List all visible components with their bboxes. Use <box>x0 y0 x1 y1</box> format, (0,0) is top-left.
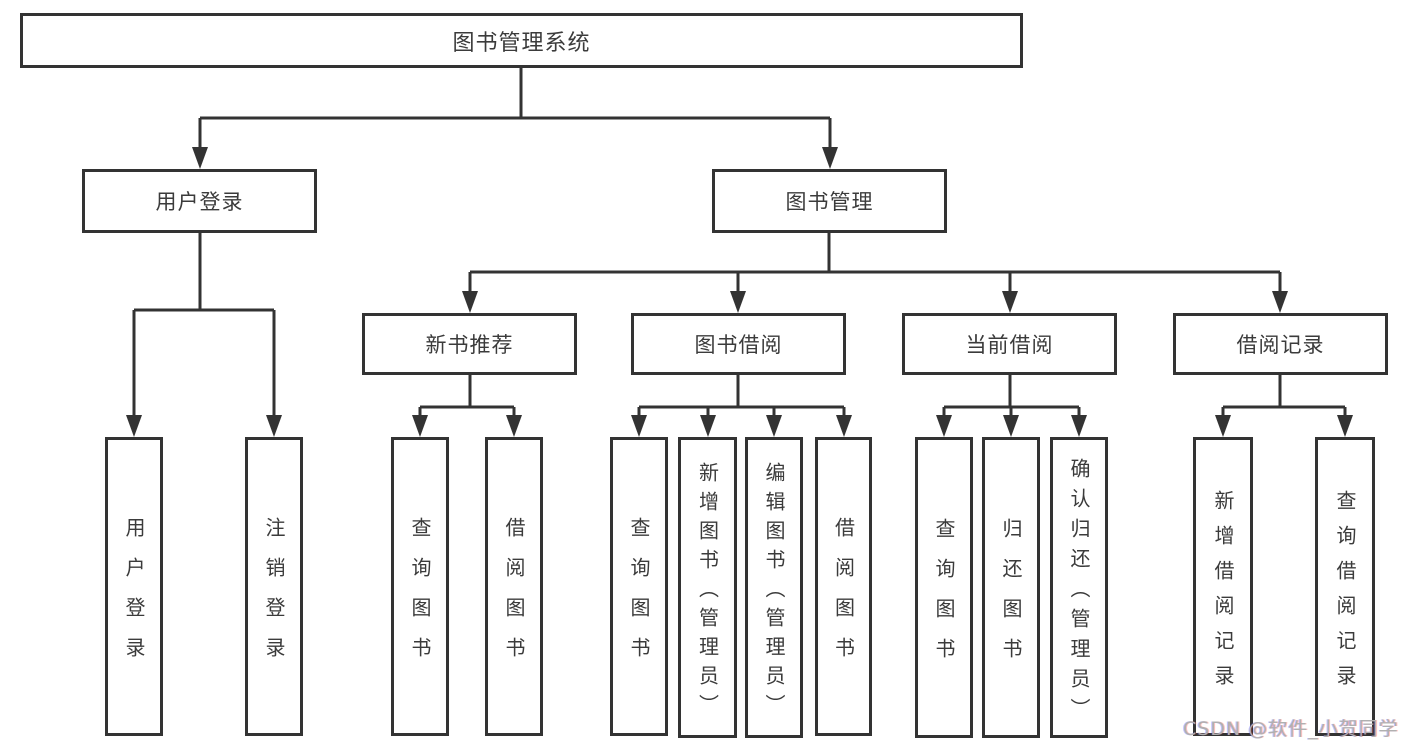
leaf-query-borrow-record: 查询借阅记录 <box>1315 437 1375 736</box>
arrow-down-icon <box>1272 291 1288 313</box>
node-label: 当前借阅 <box>965 333 1054 357</box>
watermark: CSDN @软件_小贺同学 <box>1183 718 1399 740</box>
leaf-edit-books-admin: 编辑图书（管理员） <box>745 437 803 738</box>
leaf-borrow-books-recommend: 借阅图书 <box>485 437 543 736</box>
arrow-down-icon <box>506 415 522 437</box>
arrow-down-icon <box>412 415 428 437</box>
leaf-user-login: 用户登录 <box>105 437 163 736</box>
node-label: 查询图书 <box>627 516 651 677</box>
leaf-return-books: 归还图书 <box>982 437 1040 738</box>
node-label: 用户登录 <box>122 516 146 677</box>
arrow-down-icon <box>126 415 142 437</box>
leaf-borrow-books: 借阅图书 <box>815 437 872 736</box>
node-label: 用户登录 <box>155 190 244 214</box>
arrow-down-icon <box>822 147 838 169</box>
node-label: 借阅记录 <box>1236 333 1325 357</box>
node-label: 确认归还（管理员） <box>1067 457 1091 728</box>
node-label: 查询图书 <box>932 517 956 678</box>
node-label: 新书推荐 <box>425 333 514 357</box>
node-label: 图书管理系统 <box>452 30 591 56</box>
node-label: 新增借阅记录 <box>1211 489 1235 700</box>
arrow-down-icon <box>192 147 208 169</box>
arrow-down-icon <box>766 415 782 437</box>
node-book-borrowing: 图书借阅 <box>631 313 846 375</box>
node-label: 图书管理 <box>785 190 874 214</box>
arrow-down-icon <box>631 415 647 437</box>
arrow-down-icon <box>730 291 746 313</box>
leaf-add-books-admin: 新增图书（管理员） <box>678 437 737 738</box>
node-label: 查询借阅记录 <box>1333 489 1357 700</box>
node-new-book-recommend: 新书推荐 <box>362 313 577 375</box>
node-label: 查询图书 <box>408 516 432 677</box>
node-user-login: 用户登录 <box>82 169 317 233</box>
arrow-down-icon <box>1071 415 1087 437</box>
arrow-down-icon <box>462 291 478 313</box>
arrow-down-icon <box>266 415 282 437</box>
node-label: 图书借阅 <box>694 333 783 357</box>
arrow-down-icon <box>1337 415 1353 437</box>
node-label: 借阅图书 <box>502 516 526 677</box>
leaf-query-books-current: 查询图书 <box>915 437 973 738</box>
node-borrowing-records: 借阅记录 <box>1173 313 1388 375</box>
node-book-management: 图书管理 <box>712 169 947 233</box>
node-label: 注销登录 <box>262 516 286 677</box>
leaf-add-borrow-record: 新增借阅记录 <box>1193 437 1253 736</box>
arrow-down-icon <box>1003 415 1019 437</box>
node-current-borrowing: 当前借阅 <box>902 313 1117 375</box>
arrow-down-icon <box>936 415 952 437</box>
arrow-down-icon <box>1215 415 1231 437</box>
leaf-logout: 注销登录 <box>245 437 303 736</box>
leaf-query-books-recommend: 查询图书 <box>391 437 449 736</box>
arrow-down-icon <box>836 415 852 437</box>
leaf-query-books-borrowing: 查询图书 <box>610 437 668 736</box>
leaf-confirm-return-admin: 确认归还（管理员） <box>1050 437 1108 738</box>
arrow-down-icon <box>1002 291 1018 313</box>
node-label: 归还图书 <box>999 517 1023 678</box>
node-label: 借阅图书 <box>831 516 856 677</box>
node-library-management-system: 图书管理系统 <box>20 13 1023 68</box>
node-label: 编辑图书（管理员） <box>762 462 786 723</box>
node-label: 新增图书（管理员） <box>695 462 720 723</box>
arrow-down-icon <box>700 415 716 437</box>
